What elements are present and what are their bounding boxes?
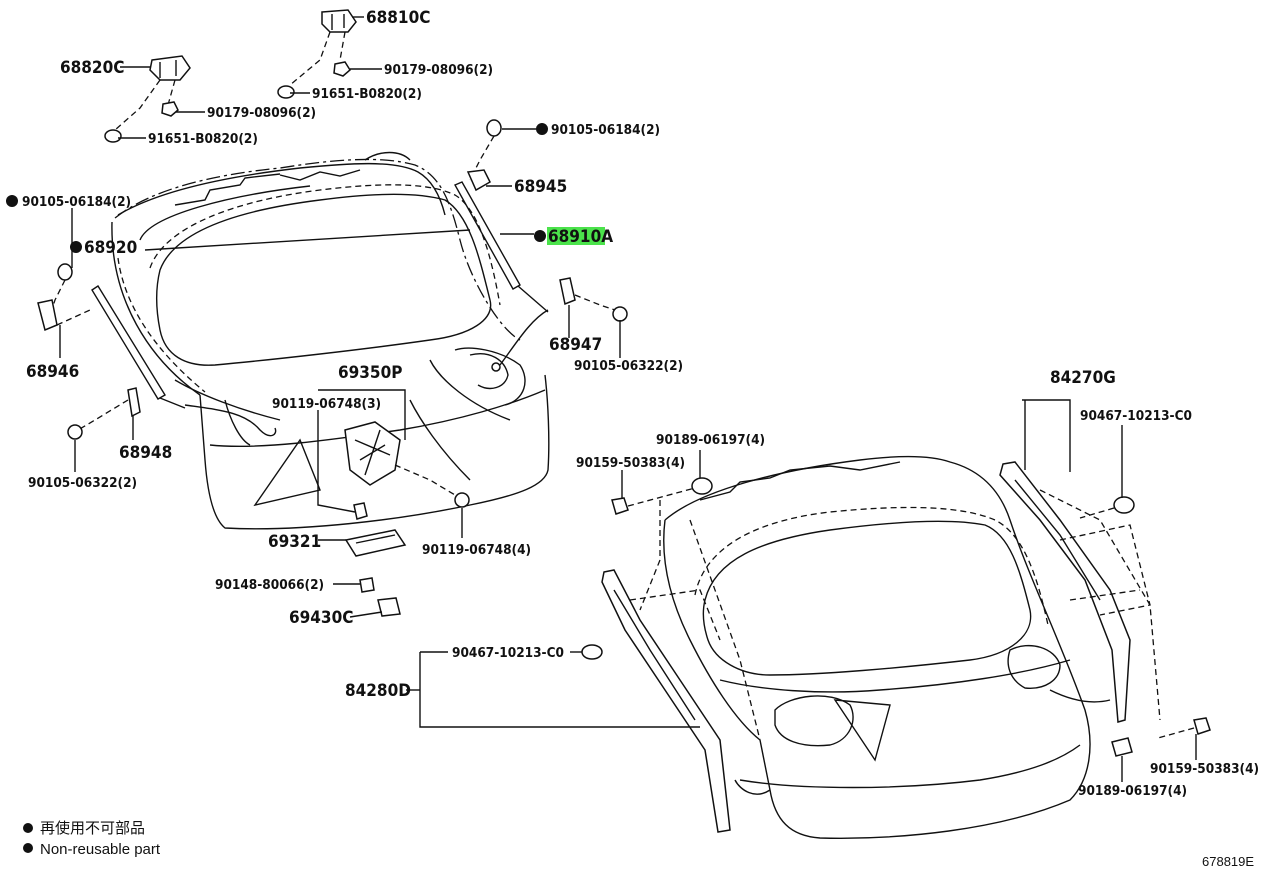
label-69350P[interactable]: 69350P	[338, 363, 402, 383]
label-84280D[interactable]: 84280D	[345, 681, 411, 701]
label-69430C[interactable]: 69430C	[289, 608, 353, 628]
label-90148[interactable]: 90148-80066(2)	[215, 577, 324, 593]
legend-dot-jp	[23, 823, 33, 833]
label-90467-a[interactable]: 90467-10213-C0	[1080, 408, 1192, 424]
hinge-68810c	[289, 9, 357, 86]
label-90119-b[interactable]: 90119-06748(4)	[422, 542, 531, 558]
side-trim-84280d	[601, 569, 731, 833]
label-68946[interactable]: 68946	[26, 362, 79, 382]
back-door-panel-lower	[663, 455, 1111, 839]
legend-en: Non-reusable part	[40, 841, 161, 858]
label-68910A[interactable]: 68910A	[548, 227, 613, 247]
highlight-68910A	[547, 227, 605, 245]
label-90467-b[interactable]: 90467-10213-C0	[452, 645, 564, 661]
legend: 再使用不可部品 Non-reusable part	[23, 820, 161, 858]
part-labels: 68810C 68820C 90179-08096(2) 91651-B0820…	[22, 8, 1259, 799]
label-90159-a[interactable]: 90159-50383(4)	[576, 455, 685, 471]
label-68810C[interactable]: 68810C	[366, 8, 430, 28]
diagram-code: 678819E	[1202, 854, 1254, 869]
label-68945[interactable]: 68945	[514, 177, 567, 197]
label-69321[interactable]: 69321	[268, 532, 321, 552]
label-90105-tl[interactable]: 90105-06184(2)	[22, 194, 131, 210]
label-90105-mr[interactable]: 90105-06322(2)	[574, 358, 683, 374]
label-68820C[interactable]: 68820C	[60, 58, 124, 78]
gas-strut-left	[91, 285, 277, 437]
label-90189-b[interactable]: 90189-06197(4)	[1078, 783, 1187, 799]
fasteners	[37, 61, 1211, 757]
label-90119-a[interactable]: 90119-06748(3)	[272, 396, 381, 412]
label-68920[interactable]: 68920	[84, 238, 137, 258]
label-91651-a[interactable]: 91651-B0820(2)	[312, 86, 422, 102]
label-90105-ml[interactable]: 90105-06322(2)	[28, 475, 137, 491]
side-trim-84270g	[999, 461, 1131, 723]
label-91651-b[interactable]: 91651-B0820(2)	[148, 131, 258, 147]
label-84270G[interactable]: 84270G	[1050, 368, 1116, 388]
assembly-lines-right	[629, 489, 1161, 741]
hinge-68820c	[114, 55, 191, 131]
label-90105-tr[interactable]: 90105-06184(2)	[551, 122, 660, 138]
gas-strut-right	[454, 181, 549, 372]
label-68947[interactable]: 68947	[549, 335, 602, 355]
back-door-panel-upper	[111, 151, 550, 530]
label-90179-b[interactable]: 90179-08096(2)	[207, 105, 316, 121]
label-68948[interactable]: 68948	[119, 443, 172, 463]
non-reusable-markers	[6, 123, 548, 253]
legend-dot-en	[23, 843, 33, 853]
label-90179-a[interactable]: 90179-08096(2)	[384, 62, 493, 78]
legend-jp: 再使用不可部品	[40, 820, 145, 837]
leader-lines	[59, 16, 1197, 782]
label-90189-a[interactable]: 90189-06197(4)	[656, 432, 765, 448]
label-90159-b[interactable]: 90159-50383(4)	[1150, 761, 1259, 777]
